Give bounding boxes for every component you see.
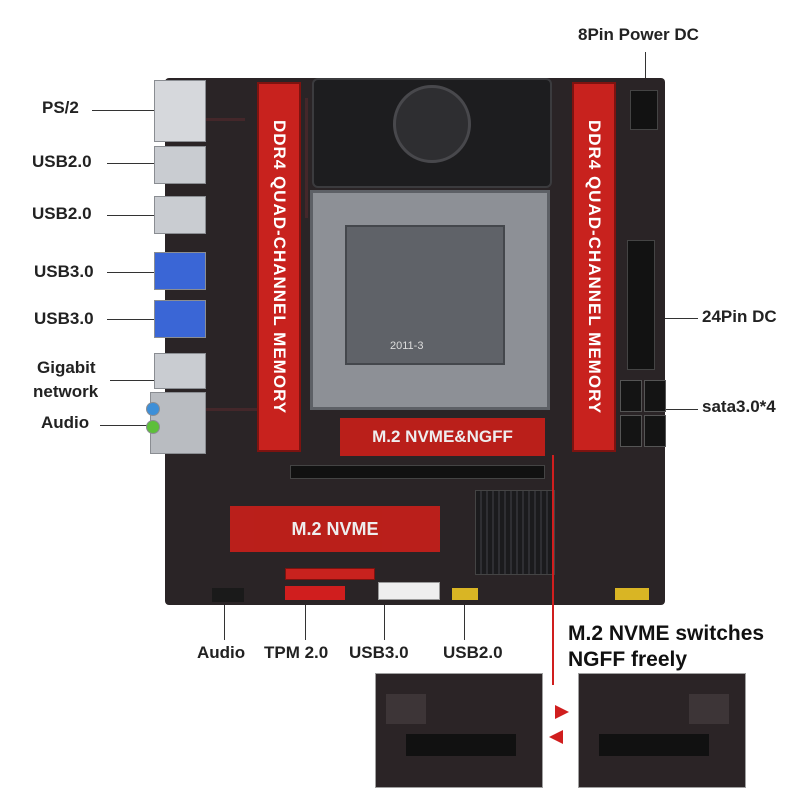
pcie-x1-slot (285, 568, 375, 580)
audio-left-label: Audio (41, 413, 90, 432)
usb30-leader-2 (107, 319, 154, 320)
usb20-port-2 (154, 196, 206, 234)
arrow-right-icon (555, 705, 569, 719)
power-8pin-connector (630, 90, 658, 130)
usb20-leader-2 (107, 215, 154, 216)
m2-nvme-ngff-label: M.2 NVME&NGFF (372, 427, 513, 446)
gigabit-label-line1: Gigabit (37, 358, 96, 377)
usb30-bottom-label: USB3.0 (349, 643, 409, 662)
caption-line1: M.2 NVME switches (568, 622, 765, 645)
usb30-label-1: USB3.0 (34, 262, 94, 281)
pcb-detail (386, 694, 426, 724)
usb20-label-2: USB2.0 (32, 204, 92, 223)
pcb-trace (185, 118, 245, 121)
ps2-port (154, 80, 206, 142)
usb30-port-1 (154, 252, 206, 290)
power-24pin-leader (660, 318, 698, 319)
m2-slot-closeup (599, 734, 709, 756)
usb20-bottom-leader (464, 605, 465, 640)
audio-left-leader (100, 425, 154, 426)
m2-ngff-photo (578, 673, 746, 788)
dimm-slot-right: DDR4 QUAD-CHANNEL MEMORY (572, 82, 616, 452)
sata-port (620, 380, 642, 412)
tpm-header (285, 586, 345, 600)
m2-nvme-ngff-slot: M.2 NVME&NGFF (340, 418, 545, 456)
caption-line2: NGFF freely (568, 648, 688, 671)
pcb-detail (689, 694, 729, 724)
front-panel-header (615, 588, 649, 600)
tpm-leader (305, 605, 306, 640)
usb30-label-2: USB3.0 (34, 309, 94, 328)
cooling-fan-icon (393, 85, 471, 163)
ps2-leader (92, 110, 154, 111)
usb20-port-1 (154, 146, 206, 184)
m2-nvme-photo (375, 673, 543, 788)
sata-label: sata3.0*4 (702, 397, 776, 416)
usb20-header (452, 588, 478, 600)
power-8pin-leader (645, 52, 646, 90)
usb30-header (378, 582, 440, 600)
usb30-leader-1 (107, 272, 154, 273)
m2-slot-closeup (406, 734, 516, 756)
socket-marking: 2011-3 (390, 340, 424, 352)
usb20-leader-1 (107, 163, 154, 164)
sata-port (644, 415, 666, 447)
m2-switch-indicator-line (552, 455, 554, 685)
audio-header (212, 588, 244, 602)
tpm-label: TPM 2.0 (264, 643, 329, 662)
arrow-left-icon (549, 730, 563, 744)
usb30-port-2 (154, 300, 206, 338)
pcb-trace (305, 98, 308, 218)
pcie-x16-slot (290, 465, 545, 479)
dimm-left-text: DDR4 QUAD-CHANNEL MEMORY (270, 119, 289, 415)
power-24pin-label: 24Pin DC (702, 307, 777, 326)
m2-nvme-label: M.2 NVME (291, 518, 379, 539)
usb20-label-1: USB2.0 (32, 152, 92, 171)
gigabit-label-line2: network (33, 382, 99, 401)
audio-jack-green (146, 420, 160, 434)
power-8pin-label: 8Pin Power DC (578, 25, 699, 44)
dimm-right-text: DDR4 QUAD-CHANNEL MEMORY (585, 119, 604, 415)
gigabit-leader (110, 380, 154, 381)
usb30-bottom-leader (384, 605, 385, 640)
sata-leader (660, 409, 698, 410)
power-24pin-connector (627, 240, 655, 370)
audio-jack-blue (146, 402, 160, 416)
usb20-bottom-label: USB2.0 (443, 643, 503, 662)
pcb-trace (195, 408, 285, 411)
cpu-socket-plate (345, 225, 505, 365)
sata-port (620, 415, 642, 447)
ps2-label: PS/2 (42, 98, 79, 117)
ethernet-port (154, 353, 206, 389)
audio-jack-block (150, 392, 206, 454)
sata-port (644, 380, 666, 412)
chipset-heatsink (475, 490, 555, 575)
m2-nvme-slot: M.2 NVME (230, 506, 440, 552)
audio-bottom-leader (224, 605, 225, 640)
audio-bottom-label: Audio (197, 643, 246, 662)
dimm-slot-left: DDR4 QUAD-CHANNEL MEMORY (257, 82, 301, 452)
